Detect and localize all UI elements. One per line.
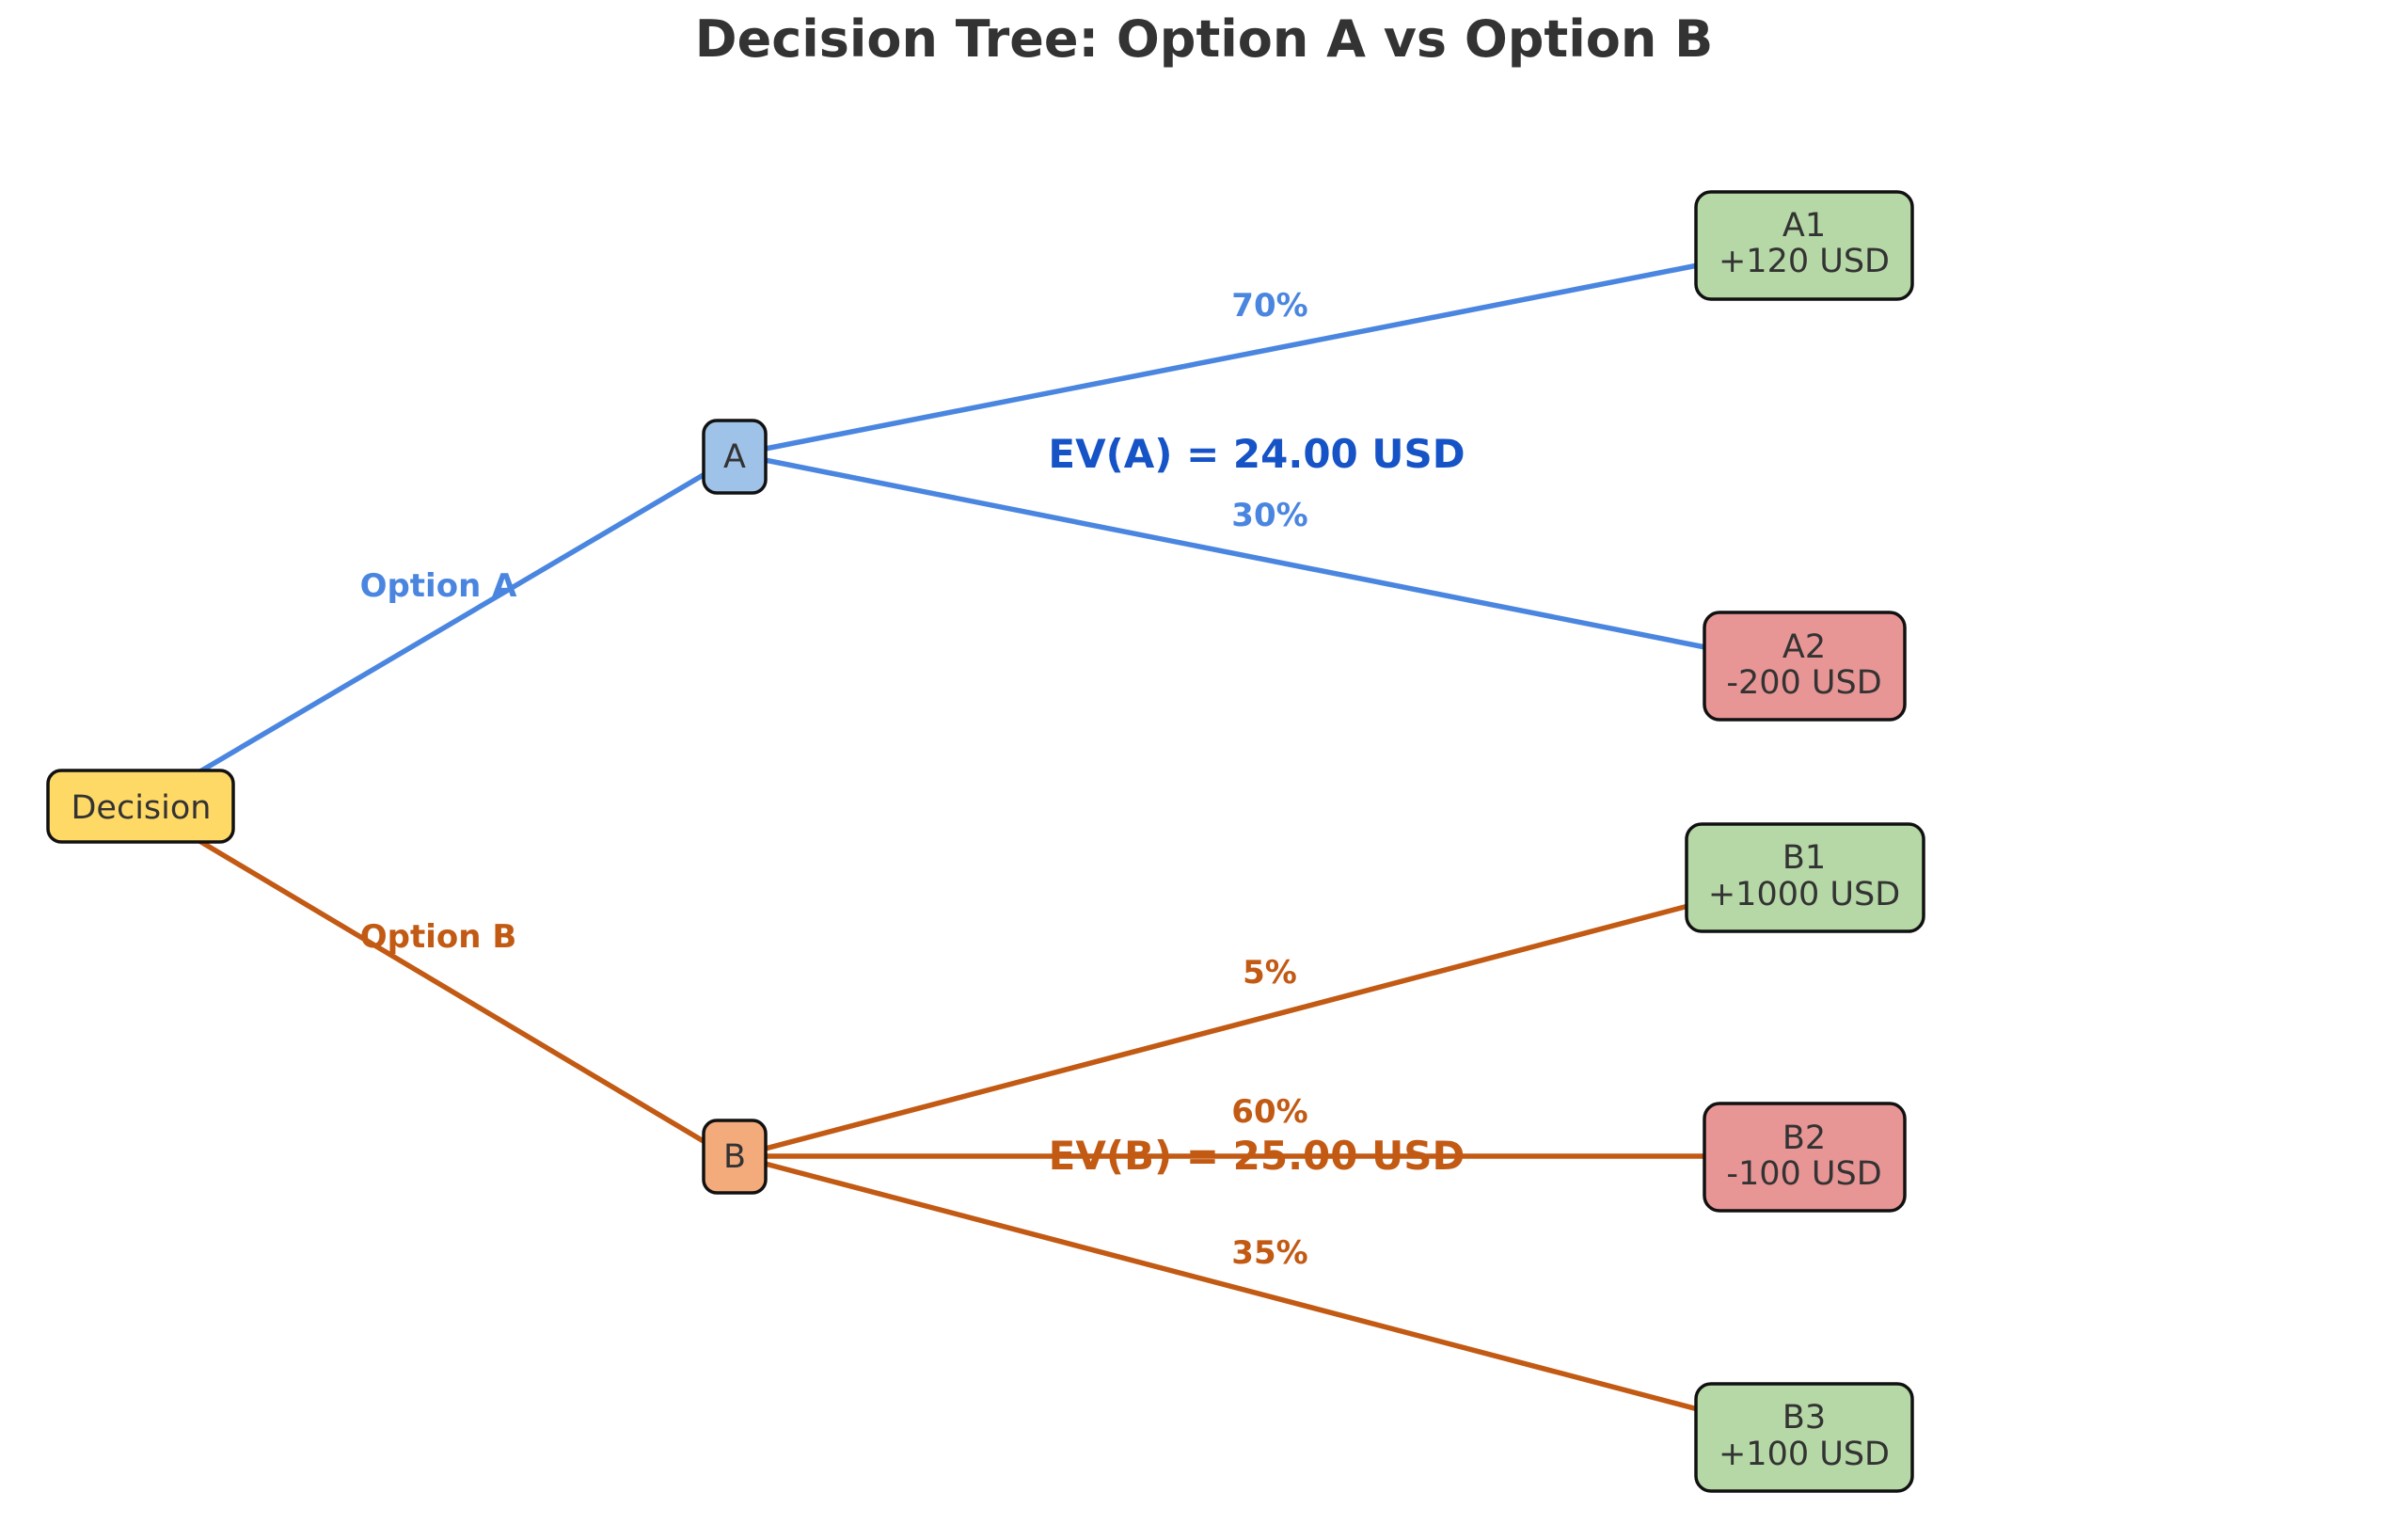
outcome-node-a2: A2 -200 USD: [1703, 611, 1907, 722]
outcome-b2-payoff: -100 USD: [1726, 1155, 1881, 1193]
outcome-node-b3: B3 +100 USD: [1694, 1382, 1914, 1493]
outcome-b1-name: B1: [1782, 839, 1826, 877]
outcome-b3-name: B3: [1782, 1399, 1826, 1437]
outcome-b1-box: [1685, 822, 1925, 933]
decision-node-label: Decision: [71, 789, 211, 827]
outcome-node-b2: B2 -100 USD: [1703, 1102, 1907, 1213]
edge-option-b: [138, 803, 730, 1158]
option-a-label: Option A: [360, 567, 518, 605]
decision-node: Decision: [46, 769, 235, 844]
edge-a-to-a2: [734, 452, 1708, 650]
b1-probability-label: 5%: [1243, 954, 1297, 992]
chance-node-b-label: B: [723, 1138, 746, 1176]
outcome-a2-payoff: -200 USD: [1726, 664, 1881, 702]
outcome-a1-name: A1: [1782, 207, 1826, 245]
outcome-a1-payoff: +120 USD: [1719, 243, 1890, 280]
edge-option-a: [138, 458, 730, 809]
ev-a-label: EV(A) = 24.00 USD: [1048, 431, 1465, 477]
chance-node-a-box: [702, 419, 768, 495]
b3-probability-label: 35%: [1231, 1234, 1307, 1272]
outcome-node-a1: A1 +120 USD: [1694, 190, 1914, 301]
outcome-b3-payoff: +100 USD: [1719, 1436, 1890, 1473]
chance-node-a-label: A: [723, 438, 746, 476]
a2-probability-label: 30%: [1231, 497, 1307, 534]
decision-node-box: [46, 769, 235, 844]
outcome-node-b1: B1 +1000 USD: [1685, 822, 1925, 933]
outcome-b3-box: [1694, 1382, 1914, 1493]
outcome-a2-name: A2: [1782, 628, 1826, 666]
diagram-title: Decision Tree: Option A vs Option B: [695, 9, 1713, 69]
chance-node-b-box: [702, 1119, 768, 1195]
outcome-b2-name: B2: [1782, 1119, 1826, 1157]
outcome-a2-box: [1703, 611, 1907, 722]
outcome-a1-box: [1694, 190, 1914, 301]
ev-b-label: EV(B) = 25.00 USD: [1049, 1133, 1465, 1179]
outcome-b1-payoff: +1000 USD: [1708, 876, 1900, 913]
edge-a-to-a1: [734, 262, 1701, 457]
edge-b-to-b1: [734, 903, 1691, 1159]
chance-node-b: B: [702, 1119, 768, 1195]
option-b-label: Option B: [360, 918, 516, 956]
edge-b-to-b3: [734, 1153, 1701, 1412]
chance-node-a: A: [702, 419, 768, 495]
a1-probability-label: 70%: [1231, 287, 1307, 325]
b2-probability-label: 60%: [1231, 1093, 1307, 1131]
outcome-b2-box: [1703, 1102, 1907, 1213]
